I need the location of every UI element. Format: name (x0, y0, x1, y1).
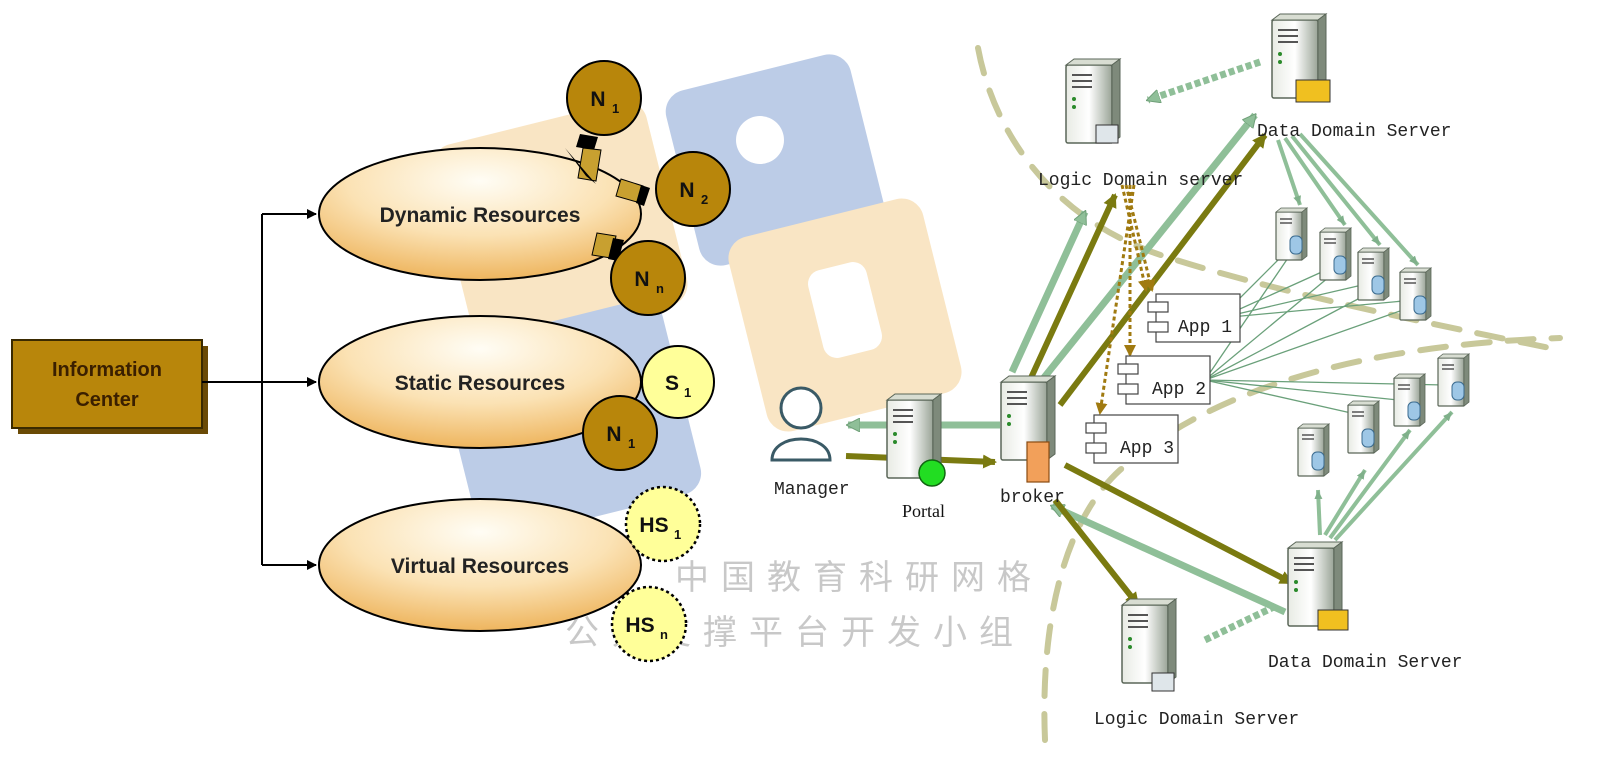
node-n2: N 2 (655, 151, 731, 227)
svg-text:1: 1 (674, 527, 681, 542)
watermark-text-line1: 中国教育科研网格 (675, 558, 1043, 598)
small-server (1399, 267, 1432, 321)
app2-box: App 2 (1117, 355, 1211, 405)
small-server (1275, 207, 1308, 261)
data-domain-server-bottom-label: Data Domain Server (1268, 653, 1462, 673)
node-hsn: HS n (610, 585, 688, 663)
svg-text:S: S (665, 372, 679, 395)
data-domain-server-top-label: Data Domain Server (1257, 122, 1451, 142)
domain-boundaries (975, 45, 1563, 743)
app3-label: App 3 (1120, 439, 1174, 459)
data-server-links-top (1276, 132, 1420, 267)
app1-box: App 1 (1147, 293, 1241, 343)
svg-text:HS: HS (639, 514, 668, 537)
svg-text:N: N (590, 88, 605, 111)
small-server (1319, 227, 1352, 281)
svg-text:1: 1 (684, 385, 691, 400)
info-center-label-line1: Information (52, 359, 162, 381)
node-nn: N n (610, 240, 686, 316)
node-s1: S 1 (641, 345, 715, 419)
info-center-label-line2: Center (75, 389, 139, 411)
manager-label: Manager (774, 480, 850, 500)
svg-text:2: 2 (701, 192, 708, 207)
svg-text:HS: HS (625, 614, 654, 637)
portal-label: Portal (902, 501, 945, 521)
app-server-links (1204, 247, 1446, 416)
tree-connectors (202, 209, 317, 570)
info-center-box: Information Center (11, 339, 208, 434)
manager-icon (770, 386, 832, 462)
small-server (1297, 423, 1330, 477)
broker-server (1000, 375, 1056, 483)
virtual-resources-label: Virtual Resources (391, 555, 569, 578)
small-server (1357, 247, 1390, 301)
app3-box: App 3 (1085, 414, 1179, 464)
node-hs1: HS 1 (624, 485, 702, 563)
data-server-links-bottom (1314, 410, 1454, 542)
dynamic-resources-ellipse: Dynamic Resources (318, 147, 642, 281)
app2-label: App 2 (1152, 380, 1206, 400)
dynamic-resources-label: Dynamic Resources (380, 204, 581, 227)
broker-label: broker (1000, 488, 1065, 508)
svg-text:N: N (634, 268, 649, 291)
node-connectors (565, 134, 650, 261)
watermark-logo (432, 54, 962, 541)
logic-domain-server-top (1065, 58, 1121, 144)
svg-text:N: N (606, 423, 621, 446)
logic-domain-server-bottom (1121, 598, 1177, 692)
svg-text:N: N (679, 179, 694, 202)
node-n1-dynamic: N 1 (566, 60, 642, 136)
portal-server (886, 393, 946, 487)
svg-text:1: 1 (612, 101, 619, 116)
small-server (1347, 400, 1380, 454)
logic-domain-server-bottom-label: Logic Domain Server (1094, 710, 1299, 730)
node-n1-static: N 1 (582, 395, 658, 471)
svg-text:1: 1 (628, 436, 635, 451)
svg-text:n: n (660, 627, 668, 642)
olive-flow-arrows (845, 133, 1294, 607)
small-server (1437, 353, 1470, 407)
app1-label: App 1 (1178, 318, 1232, 338)
data-domain-server-bottom (1287, 541, 1349, 631)
small-server (1393, 373, 1426, 427)
static-resources-label: Static Resources (395, 372, 565, 395)
svg-text:n: n (656, 281, 664, 296)
logic-to-app-arrows (1095, 184, 1156, 415)
data-domain-server-top (1271, 13, 1331, 103)
logic-domain-server-top-label: Logic Domain server (1038, 171, 1243, 191)
virtual-resources-ellipse: Virtual Resources (318, 498, 642, 632)
